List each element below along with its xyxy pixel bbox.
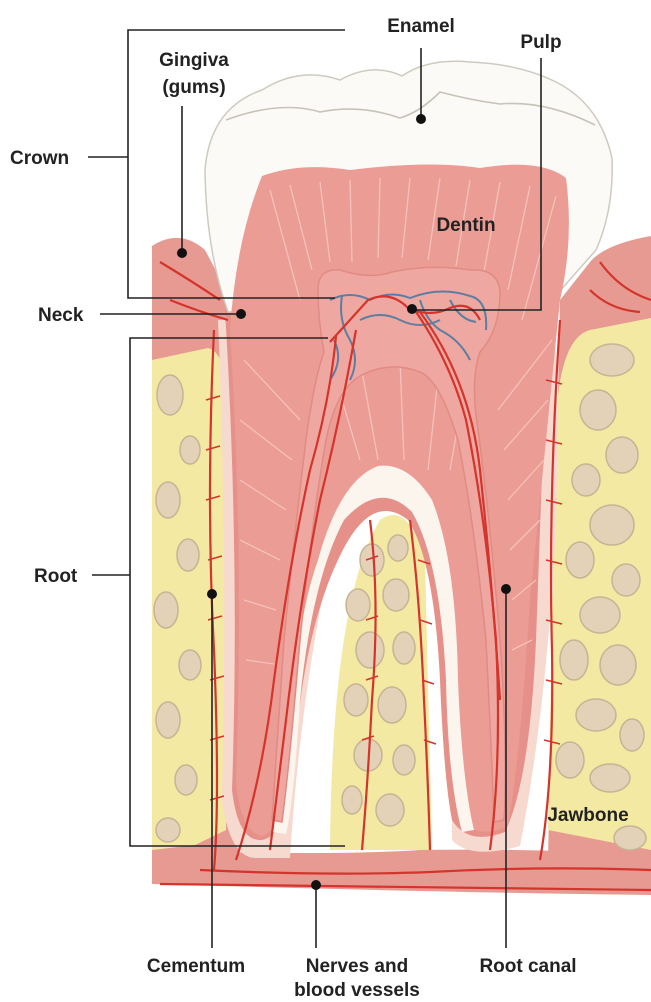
label-pulp: Pulp [520,32,561,53]
label-enamel: Enamel [387,16,455,37]
label-blood-vessels: blood vessels [294,980,420,1001]
neck-dot [236,309,246,319]
label-cementum: Cementum [147,956,245,977]
tooth-illustration [152,61,651,895]
root-canal-dot [501,584,511,594]
cementum-dot [207,589,217,599]
label-gingiva: Gingiva [159,50,229,71]
label-root-canal: Root canal [479,956,576,977]
label-crown: Crown [10,148,69,169]
gingiva-dot [177,248,187,258]
label-root: Root [34,566,78,587]
label-jawbone: Jawbone [547,805,628,826]
nerves-dot [311,880,321,890]
label-neck: Neck [38,305,84,326]
label-gums: (gums) [162,77,225,98]
label-dentin: Dentin [436,215,495,236]
enamel-dot [416,114,426,124]
label-nerves: Nerves and [306,956,408,977]
pulp-dot [407,304,417,314]
